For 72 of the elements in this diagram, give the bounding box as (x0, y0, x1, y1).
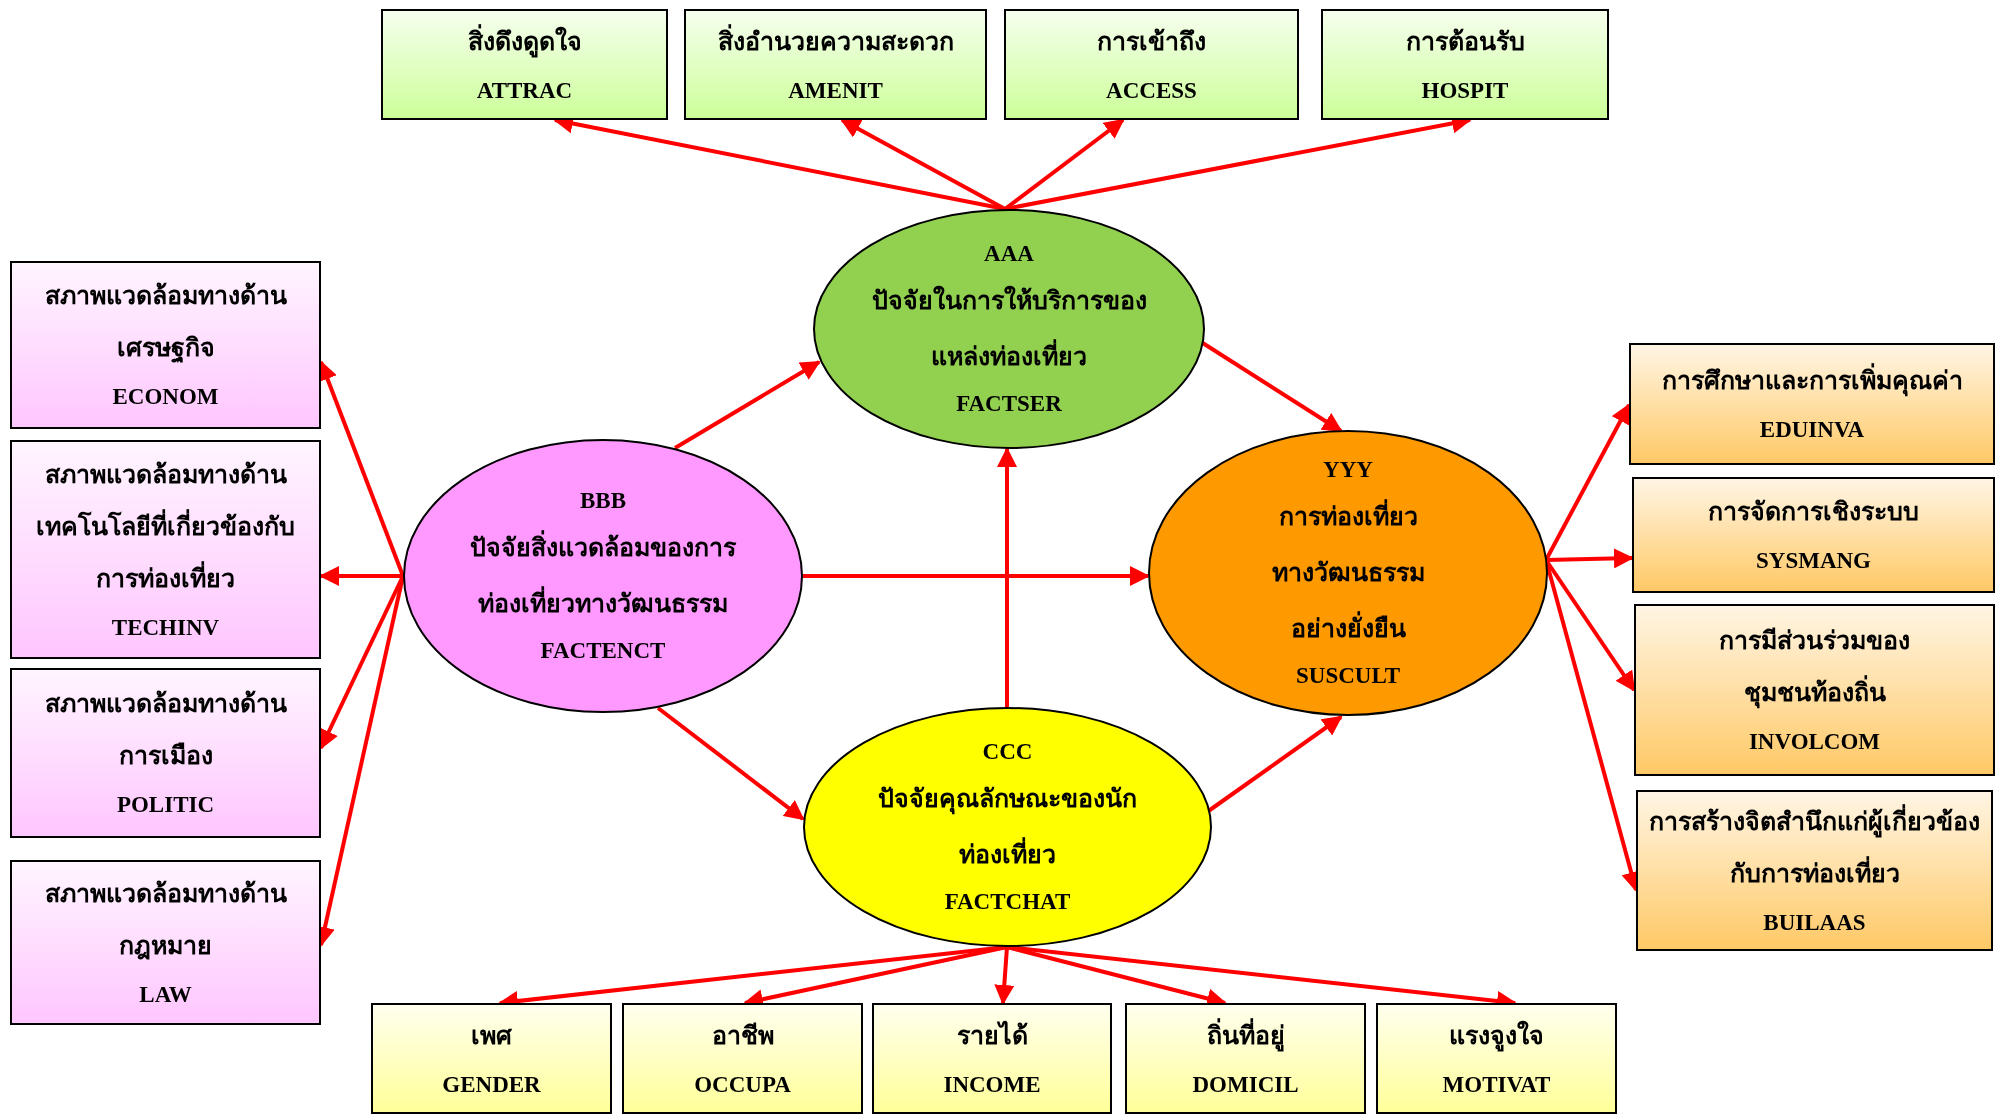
factor-name: สภาพแวดล้อมทางด้านเศรษฐกิจ (43, 281, 288, 365)
arrow (803, 566, 1150, 586)
factor-name: สภาพแวดล้อมทางด้านเทคโนโลยีที่เกี่ยวข้องกับการท่องเที่ยว (35, 459, 296, 594)
factor-name: การเข้าถึง (1097, 26, 1206, 57)
variable-code: INCOME (943, 1070, 1041, 1099)
factor-box (1634, 604, 1995, 776)
variable-code: FACTENCT (540, 637, 666, 665)
variable-code: MOTIVAT (1442, 1070, 1551, 1099)
factor-name: เพศ (471, 1020, 512, 1051)
factor-box (684, 9, 987, 120)
factor-box (1125, 1003, 1366, 1114)
variable-code: FACTSER (956, 390, 1062, 418)
factor-box (872, 1003, 1112, 1114)
factor-box (371, 1003, 612, 1114)
factor-label: YYY (1323, 456, 1373, 484)
arrow (1545, 548, 1634, 569)
variable-code: HOSPIT (1421, 76, 1509, 105)
factor-name: แรงจูงใจ (1449, 1009, 1544, 1062)
variable-code: SYSMANG (1756, 547, 1871, 575)
variable-code: LAW (139, 980, 192, 1009)
variable-code: OCCUPA (694, 1070, 791, 1099)
variable-code: AMENIT (788, 76, 883, 105)
factor-box (622, 1003, 863, 1114)
factor-name: การท่องเที่ยวทางวัฒนธรรมอย่างยั่งยืน (1258, 489, 1438, 657)
factor-name: ปัจจัยสิ่งแวดล้อมของการท่องเที่ยวทางวัฒนธรรม (468, 520, 738, 632)
factor-box (10, 261, 321, 429)
variable-code: SUSCULT (1296, 662, 1400, 690)
factor-name: สภาพแวดล้อมทางด้านกฎหมาย (43, 878, 288, 962)
arrow (318, 360, 405, 577)
factor-box (1321, 9, 1609, 120)
variable-code: ACCESS (1106, 76, 1197, 105)
factor-name: ปัจจัยในการให้บริการของแหล่งท่องเที่ยว (870, 284, 1148, 372)
factor-name: การมีส่วนร่วมของชุมชนท้องถิ่น (1689, 615, 1940, 719)
arrow (673, 360, 821, 450)
factor-label: CCC (982, 738, 1033, 766)
arrow (319, 566, 403, 586)
factor-name: รายได้ (956, 1019, 1028, 1051)
variable-code: ATTRAC (476, 76, 573, 105)
factor-name: ถิ่นที่อยู่ (1206, 1009, 1285, 1062)
factor-box (1376, 1003, 1617, 1114)
variable-code: GENDER (442, 1070, 541, 1099)
factor-name: การศึกษาและการเพิ่มคุณค่า (1661, 355, 1963, 407)
variable-code: INVOLCOM (1748, 728, 1881, 756)
factor-name: การจัดการเชิงระบบ (1708, 497, 1919, 527)
variable-code: FACTCHAT (944, 888, 1071, 916)
factor-box (1636, 790, 1993, 951)
factor-name: สิ่งอำนวยความสะดวก (717, 15, 954, 68)
arrow (997, 447, 1017, 707)
factor-box (1629, 343, 1995, 465)
factor-box (381, 9, 668, 120)
factor-name: สิ่งดึงดูดใจ (467, 15, 582, 68)
variable-code: BUILAAS (1763, 908, 1866, 937)
factor-name: สภาพแวดล้อมทางด้านการเมือง (43, 689, 288, 771)
variable-code: TECHINV (111, 613, 220, 642)
arrow (994, 946, 1015, 1005)
variable-code: ECONOM (112, 383, 219, 411)
factor-box (1632, 477, 1995, 593)
factor-name: อาชีพ (711, 1020, 774, 1051)
variable-code: DOMICIL (1192, 1070, 1299, 1099)
factor-box (10, 860, 321, 1025)
factor-name: การสร้างจิตสำนึกแก่ผู้เกี่ยวข้องกับการท่องเที่ยว (1644, 795, 1985, 900)
factor-label: AAA (984, 240, 1034, 268)
factor-box (1004, 9, 1299, 120)
factor-label: BBB (580, 487, 626, 515)
factor-name: การต้อนรับ (1405, 26, 1525, 57)
variable-code: EDUINVA (1759, 416, 1865, 444)
factor-name: ปัจจัยคุณลักษณะของนักท่องเที่ยว (877, 784, 1138, 870)
factor-box (10, 440, 321, 659)
arrow (656, 706, 805, 821)
variable-code: POLITIC (116, 791, 215, 819)
arrow (1544, 403, 1631, 561)
factor-box (10, 668, 321, 838)
